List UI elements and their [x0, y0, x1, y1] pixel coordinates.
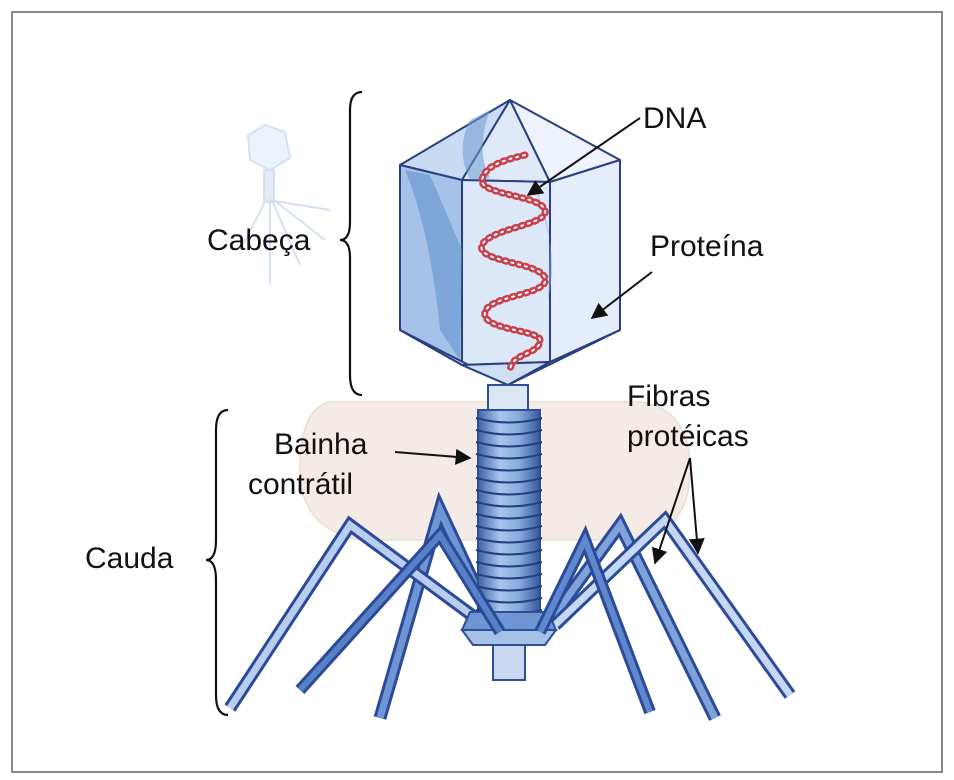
label-fibras-line2: protéicas: [627, 420, 749, 453]
label-bainha-line2: contrátil: [248, 468, 353, 501]
sheath-ring: [475, 501, 543, 508]
contractile-sheath: [475, 409, 543, 616]
collar: [487, 384, 529, 412]
sheath-ring: [475, 429, 543, 436]
sheath-ring: [475, 441, 543, 448]
sheath-ring: [475, 489, 543, 496]
sheath-ring: [475, 549, 543, 556]
sheath-ring: [475, 513, 543, 520]
sheath-ring: [475, 585, 543, 592]
label-bainha-line1: Bainha: [274, 428, 368, 461]
sheath-ring: [475, 417, 543, 424]
sheath-ring: [475, 453, 543, 460]
tail-fibers-front: [295, 524, 656, 715]
sheath-ring: [475, 561, 543, 568]
label-dna: DNA: [643, 102, 706, 135]
arrow-icon-fibras-2: [688, 457, 705, 555]
arrow-icon-bainha: [394, 448, 472, 465]
small-phage-icon: [239, 123, 331, 285]
label-fibras-line1: Fibras: [627, 380, 710, 413]
dna-strand-highlight: [480, 154, 547, 371]
sheath-ring: [475, 477, 543, 484]
brace-icon-head: [339, 90, 363, 397]
brace-icon-tail: [205, 408, 229, 717]
arrow-icon-dna: [526, 117, 641, 196]
sheath-ring: [475, 525, 543, 532]
label-cabeca: Cabeça: [207, 224, 311, 257]
sheath-ring: [475, 465, 543, 472]
label-cauda: Cauda: [85, 542, 174, 575]
label-proteina: Proteína: [650, 230, 764, 263]
sheath-ring: [475, 537, 543, 544]
arrow-icon-proteina: [590, 271, 653, 319]
capsid-shading: [405, 110, 552, 360]
sheath-ring: [475, 573, 543, 580]
arrow-icon-fibras-1: [651, 457, 691, 565]
arrow-icon-group: [394, 117, 705, 565]
